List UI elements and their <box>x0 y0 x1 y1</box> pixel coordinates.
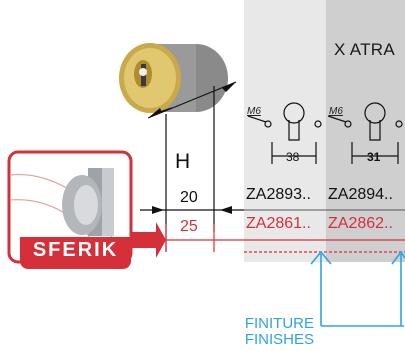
finishes-line-english: FINISHES <box>244 331 314 348</box>
sferik-product-photo <box>7 150 133 264</box>
dimension-20: 20 <box>180 189 198 206</box>
dimension-25: 25 <box>180 218 198 235</box>
column-background-b <box>326 0 405 262</box>
key-profile-b <box>327 102 403 164</box>
sferik-brand-label: SFERIK <box>32 239 119 261</box>
height-label: H <box>175 150 191 173</box>
sferik-badge <box>20 237 131 269</box>
code-row2-col-b: ZA2862.. <box>328 215 393 232</box>
code-row2-col-a: ZA2861.. <box>246 215 311 232</box>
code-row1-col-a: ZA2893.. <box>246 186 311 203</box>
width-38: 38 <box>286 150 300 164</box>
key-profile-a <box>247 102 322 164</box>
thread-label-m6-a: M6 <box>247 106 261 117</box>
red-pointer-arrow <box>130 222 166 258</box>
code-row1-col-b: ZA2894.. <box>328 186 393 203</box>
thread-label-m6-b: M6 <box>329 106 343 117</box>
finishes-line-italian: FINITURE <box>244 315 314 332</box>
finishes-brackets <box>310 250 405 327</box>
column-header-x-atra: X ATRA <box>334 40 396 59</box>
column-background-a <box>244 0 326 262</box>
width-31: 31 <box>367 150 381 164</box>
finishes-note: FINITURE FINISHES <box>212 316 314 348</box>
cylinder-illustration <box>119 43 228 113</box>
